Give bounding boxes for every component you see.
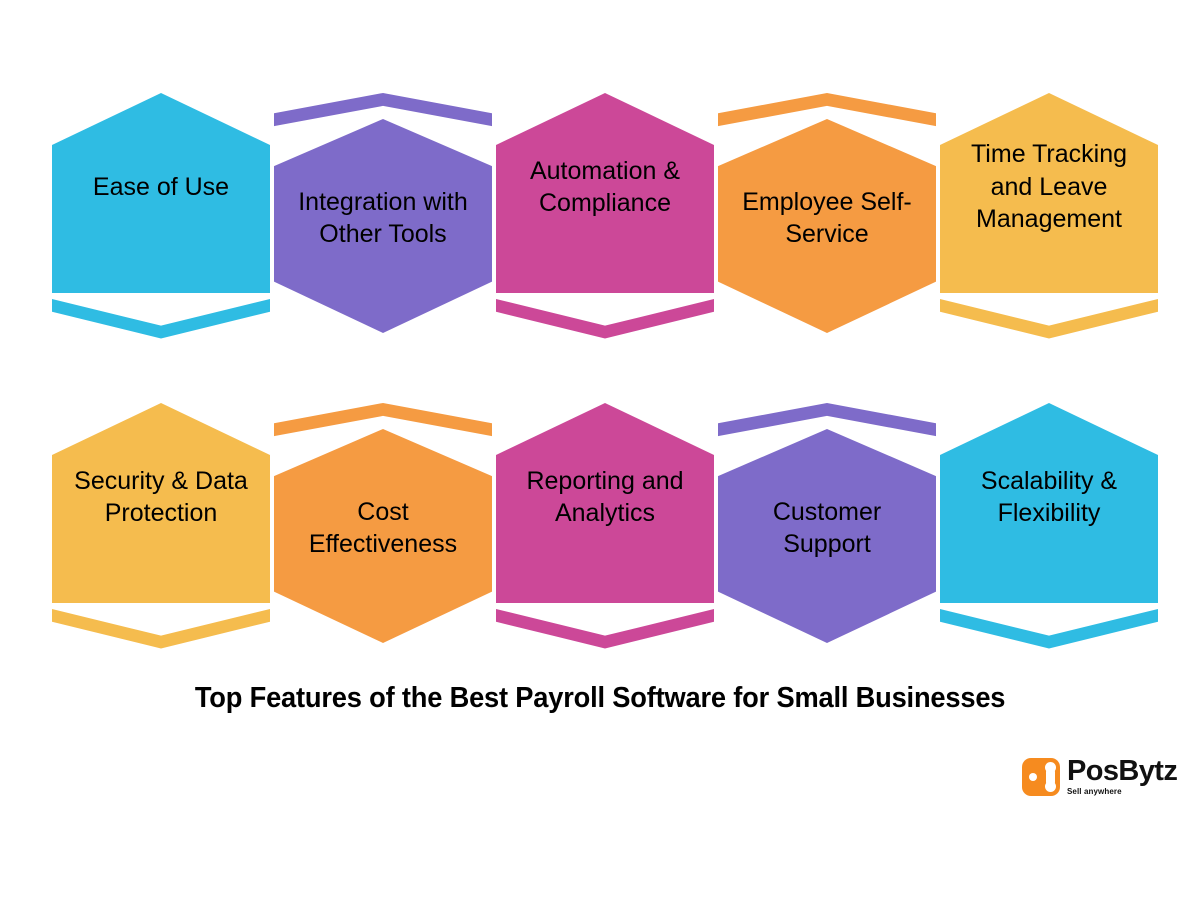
feature-label: Integration with Other Tools: [298, 187, 468, 249]
hexagon-row-2: Security & Data Protection Cost Effectiv…: [50, 403, 1160, 655]
hexagon-body: Time Tracking and Leave Management: [940, 93, 1158, 293]
hexagon-body: Scalability & Flexibility: [940, 403, 1158, 603]
hexagon-grid: Ease of Use Integration with Other Tools…: [50, 93, 1160, 655]
feature-label: Scalability & Flexibility: [980, 466, 1118, 528]
feature-hexagon-customer-support[interactable]: Customer Support: [716, 403, 938, 655]
feature-label: Automation & Compliance: [529, 156, 681, 218]
hexagon-accent-sliver: [496, 609, 714, 649]
feature-hexagon-scalability-and-flexibility[interactable]: Scalability & Flexibility: [938, 403, 1160, 655]
logo-tagline: Sell anywhere: [1067, 787, 1122, 796]
hexagon-body: Automation & Compliance: [496, 93, 714, 293]
hexagon-body: Reporting and Analytics: [496, 403, 714, 603]
feature-hexagon-employee-self-service[interactable]: Employee Self-Service: [716, 93, 938, 345]
hexagon-accent-sliver: [52, 609, 270, 649]
hexagon-body: Cost Effectiveness: [274, 429, 492, 643]
hexagon-body: Ease of Use: [52, 93, 270, 293]
posbytz-mark-icon: [1022, 757, 1060, 796]
feature-hexagon-reporting-and-analytics[interactable]: Reporting and Analytics: [494, 403, 716, 655]
hexagon-body: Integration with Other Tools: [274, 119, 492, 333]
hexagon-body: Customer Support: [718, 429, 936, 643]
feature-hexagon-security-and-data-protection[interactable]: Security & Data Protection: [50, 403, 272, 655]
feature-hexagon-time-tracking-and-leave-management[interactable]: Time Tracking and Leave Management: [938, 93, 1160, 345]
logo-bone-shape: [1045, 761, 1056, 792]
infographic-title: Top Features of the Best Payroll Softwar…: [0, 682, 1200, 715]
feature-label: Time Tracking and Leave Management: [970, 140, 1128, 234]
feature-hexagon-ease-of-use[interactable]: Ease of Use: [50, 93, 272, 345]
hexagon-accent-sliver: [52, 299, 270, 339]
feature-label: Security & Data Protection: [74, 466, 248, 528]
hexagon-accent-sliver: [496, 299, 714, 339]
feature-hexagon-cost-effectiveness[interactable]: Cost Effectiveness: [272, 403, 494, 655]
hexagon-body: Security & Data Protection: [52, 403, 270, 603]
feature-hexagon-integration-with-other-tools[interactable]: Integration with Other Tools: [272, 93, 494, 345]
logo-text-block: PosBytz Sell anywhere: [1067, 755, 1178, 796]
feature-label: Customer Support: [772, 497, 882, 559]
feature-hexagon-automation-and-compliance[interactable]: Automation & Compliance: [494, 93, 716, 345]
feature-label: Cost Effectiveness: [308, 497, 458, 559]
feature-label: Employee Self-Service: [742, 187, 912, 249]
hexagon-accent-sliver: [940, 299, 1158, 339]
hexagon-accent-sliver: [940, 609, 1158, 649]
title-text: Top Features of the Best Payroll Softwar…: [194, 682, 1006, 714]
hexagon-row-1: Ease of Use Integration with Other Tools…: [50, 93, 1160, 345]
feature-label: Reporting and Analytics: [526, 466, 684, 528]
logo-dot-shape: [1029, 772, 1037, 781]
hexagon-body: Employee Self-Service: [718, 119, 936, 333]
posbytz-logo: PosBytz Sell anywhere: [1022, 755, 1178, 796]
feature-label: Ease of Use: [92, 172, 230, 201]
logo-wordmark: PosBytz: [1067, 755, 1178, 787]
